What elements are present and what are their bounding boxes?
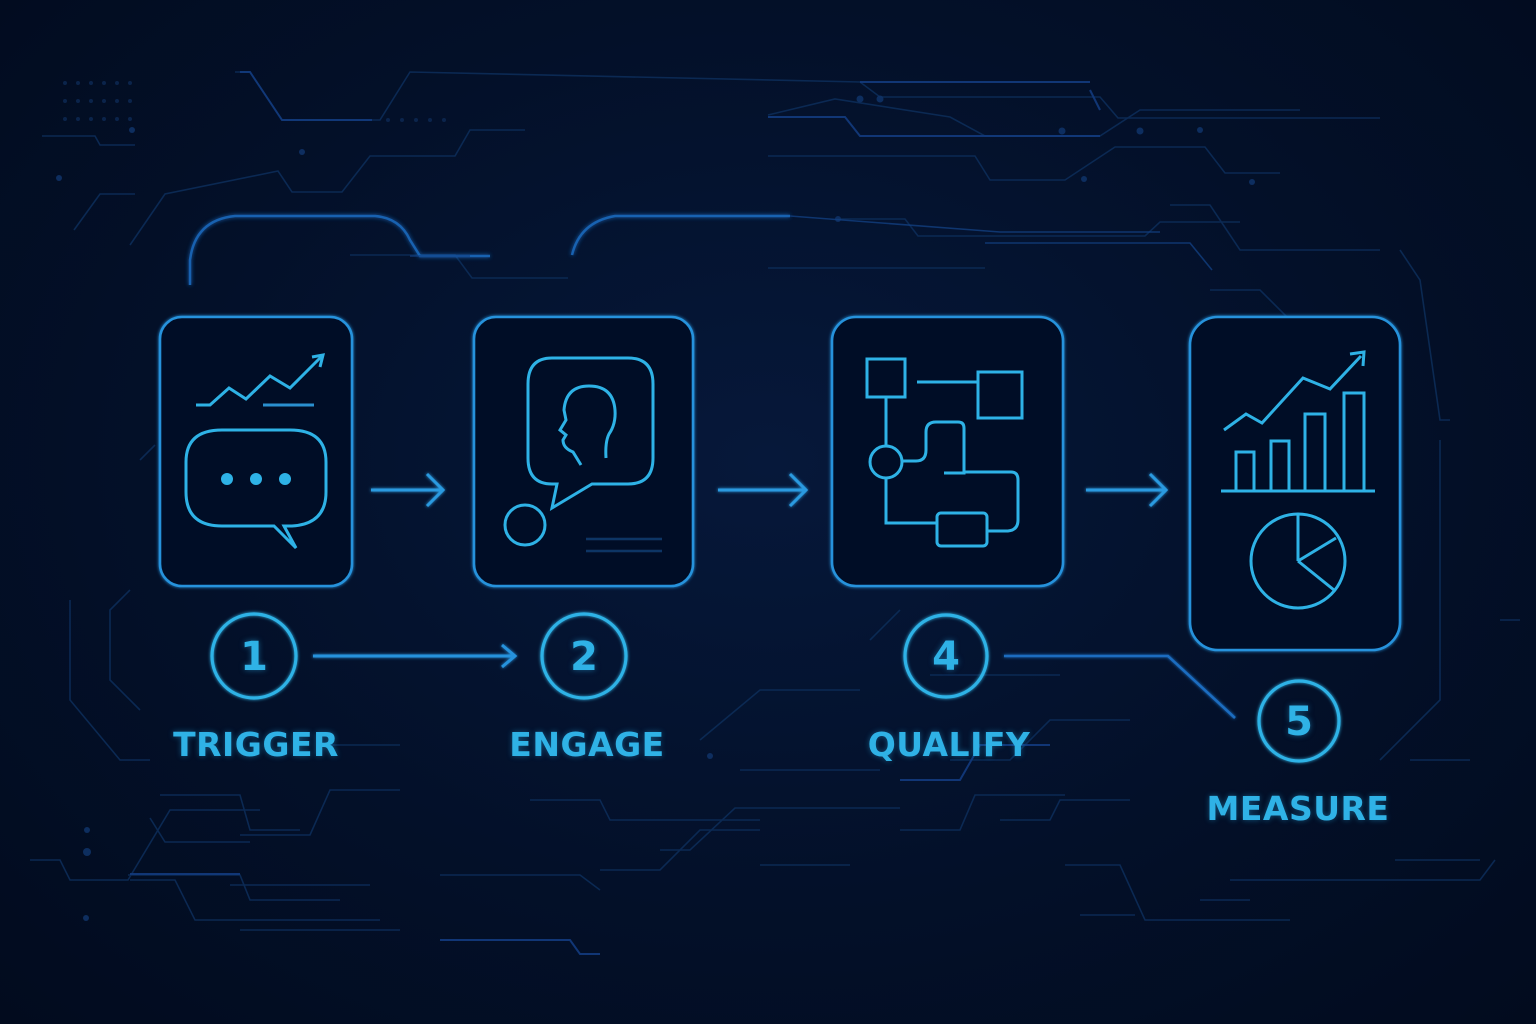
bar-chart-icon	[1221, 350, 1375, 493]
step-4-number: 4	[932, 634, 960, 680]
step-5-number: 5	[1285, 699, 1313, 745]
step-label-measure: MEASURE	[1206, 789, 1390, 828]
ellipsis-dots	[221, 473, 291, 485]
step-label-engage: ENGAGE	[509, 725, 665, 764]
flowchart-icon	[865, 357, 1024, 548]
card-engage	[472, 315, 695, 588]
step-connector-1-2	[313, 643, 518, 669]
step-label-trigger: TRIGGER	[173, 725, 339, 764]
pie-chart-icon	[1249, 512, 1347, 610]
step-2-circle	[540, 612, 628, 700]
person-speech-bubble-icon	[503, 356, 655, 547]
text-placeholder-lines	[586, 537, 662, 553]
card-qualify	[830, 315, 1065, 588]
arrow-card-3-to-4	[1086, 472, 1169, 508]
step-1-number: 1	[240, 634, 268, 680]
card-measure	[1188, 315, 1402, 652]
step-label-qualify: QUALIFY	[867, 725, 1031, 764]
step-5-circle	[1257, 679, 1341, 763]
step-1-circle	[210, 612, 298, 700]
step-2-number: 2	[570, 634, 598, 680]
chat-bubble-icon	[184, 428, 328, 550]
card-trigger	[158, 315, 354, 588]
arrow-card-1-to-2	[371, 472, 446, 508]
trend-line-icon	[196, 353, 326, 407]
arrow-card-2-to-3	[718, 472, 809, 508]
step-4-circle	[903, 613, 989, 699]
step-connector-4-5	[1004, 654, 1236, 719]
